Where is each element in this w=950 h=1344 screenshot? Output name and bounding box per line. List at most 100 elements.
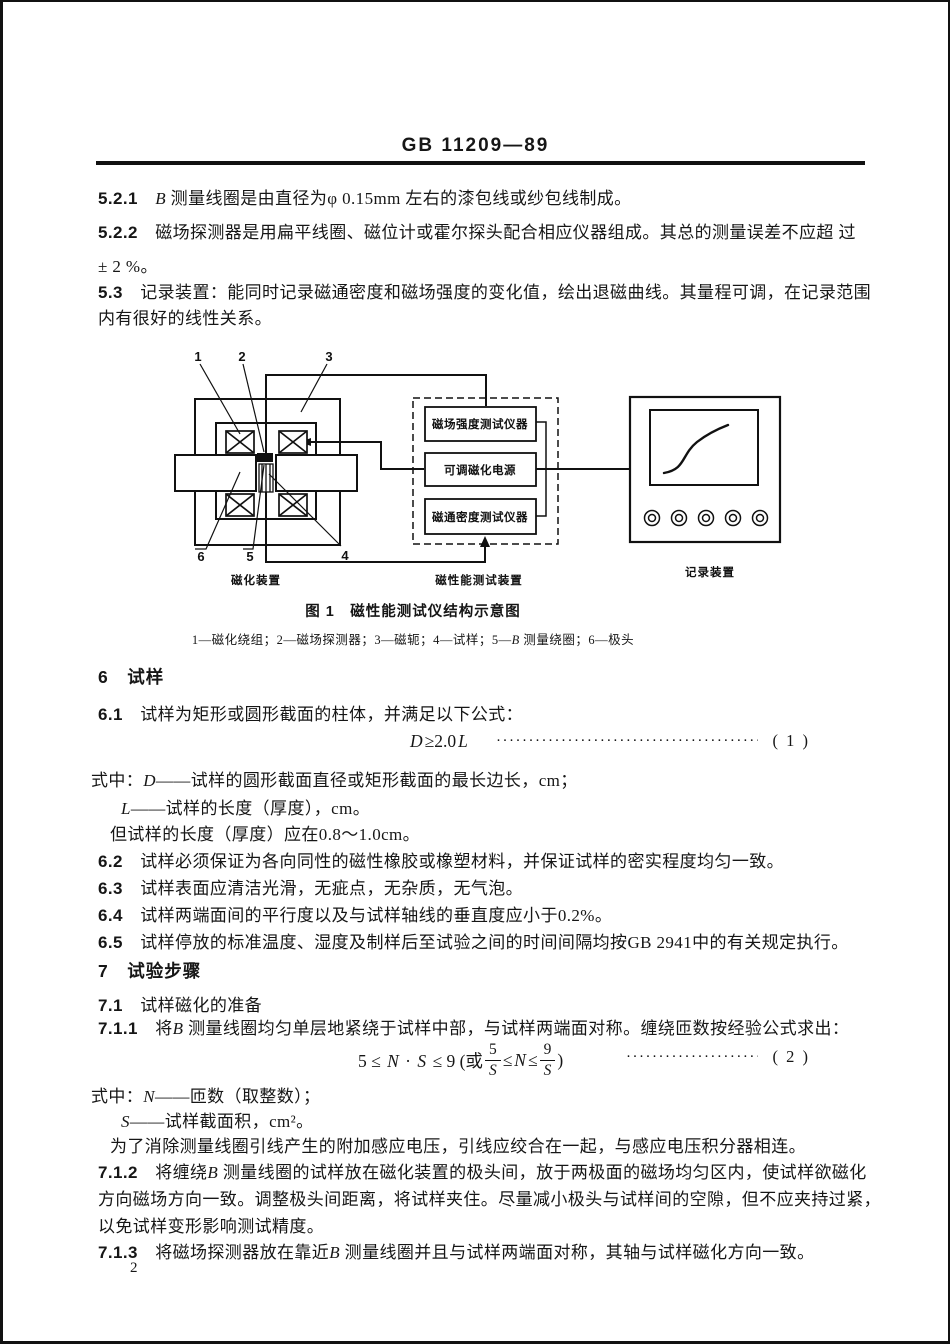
text-segment: L [121,799,131,818]
text-segment: 试样磁化的准备 [122,996,263,1015]
tester-dashed-box [412,397,559,545]
power-supply-label: 可调磁化电源 [444,463,516,477]
text-segment: S [417,1050,427,1071]
tester-caption: 磁性能测试装置 [435,573,523,587]
part-label-1: 1 [194,349,201,364]
field-strength-instrument-box [424,406,537,442]
text-segment: ——试样的长度（厚度），cm。 [130,799,371,818]
text-line: 为了消除测量线圈引线产生的附加感应电压，引线应绞合在一起，与感应电压积分器相连。 [110,1136,806,1158]
text-segment: ≤ [502,1049,513,1070]
text-segment: B [155,189,167,208]
text-segment: 测量线圈是由直径为φ 0.15mm 左右的漆包线或纱包线制成。 [166,189,632,208]
formula-2-pre: 5 ≤ N · S ≤ 9 (或 [358,1048,483,1073]
text-segment: ≤ 9 (或 [428,1050,483,1071]
figure-legend: 1—磁化绕组；2—磁场探测器；3—磁轭；4—试样；5—B 测量绕圈；6—极头 [78,629,748,648]
text-segment: 测量线圈均匀单层地紧绕于试样中部，与试样两端面对称。缠绕匝数按经验公式求出： [183,1019,850,1038]
text-line: 以免试样变形影响测试精度。 [98,1216,324,1238]
text-segment: 5.2.2 [98,223,138,242]
figure-1-diagram: 1 2 3 4 5 6 磁场强度测试仪器 可调磁化电源 磁通密度测试仪器 [174,349,782,587]
pole-right [275,454,358,492]
part-label-2: 2 [238,349,245,364]
text-line: 5.2.2 磁场探测器是用扁平线圈、磁位计或霍尔探头配合相应仪器组成。其总的测量… [98,222,856,244]
leader-line-3 [300,363,328,413]
leader-line-4 [268,473,342,547]
leader-line-5 [243,464,265,550]
standard-code-header: GB 11209—89 [401,135,550,156]
text-segment: 7.1 [98,996,123,1015]
part-label-5: 5 [246,549,253,564]
text-segment: D [143,771,156,790]
text-segment: · [400,1050,416,1071]
formula-1-number: ( 1 ) [772,731,810,750]
text-segment: 试样表面应清洁光滑，无疵点，无杂质，无气泡。 [122,879,524,898]
magnetizer-caption: 磁化装置 [231,573,281,587]
text-segment: 将磁场探测器放在靠近 [137,1243,330,1262]
text-segment: 试样两端面间的平行度以及与试样轴线的垂直度应小于0.2%。 [122,906,613,925]
text-segment: S [121,1112,130,1131]
power-supply-box [424,452,537,487]
text-segment: 但试样的长度（厚度）应在0.8～1.0cm。 [110,825,421,844]
field-strength-instrument-label: 磁场强度测试仪器 [432,417,528,431]
figure-title: 图 1 磁性能测试仪结构示意图 [305,604,521,620]
leader-line-6 [195,471,241,550]
recorder-curve [662,423,730,475]
text-line: 6.1 试样为矩形或圆形截面的柱体，并满足以下公式： [98,704,523,726]
section-heading: 7 试验步骤 [98,960,201,982]
text-segment: ——试样截面积，cm²。 [129,1112,314,1131]
text-segment: ——匝数（取整数）； [154,1087,321,1106]
coil-box-bottom-left [225,493,255,517]
section-heading: 6 试样 [98,666,164,688]
part-label-4: 4 [341,548,349,563]
text-segment: D [410,731,423,751]
text-segment: 测量绕圈；6—极头 [519,633,635,647]
text-line: 但试样的长度（厚度）应在0.8～1.0cm。 [110,824,420,846]
formula-1-leader-dots: ········································… [496,733,758,749]
text-line: 内有很好的线性关系。 [98,308,272,330]
text-segment: N [143,1087,155,1106]
text-line: 5.3 记录装置：能同时记录磁通密度和磁场强度的变化值，绘出退磁曲线。其量程可调… [98,282,871,304]
text-segment: 测量线圈的试样放在磁化装置的极头间，放于两极面的磁场均匀区内，使试样欲磁化 [218,1163,867,1182]
text-segment: 方向磁场方向一致。调整极头间距离，将试样夹住。尽量减小极头与试样间的空隙，但不应… [98,1190,881,1209]
text-segment: 式中： [91,1087,144,1106]
leader-line-1 [199,363,241,435]
recorder-caption: 记录装置 [685,565,735,579]
text-line: 7.1.2 将缠绕B 测量线圈的试样放在磁化装置的极头间，放于两极面的磁场均匀区… [98,1162,867,1184]
text-segment: 为了消除测量线圈引线产生的附加感应电压，引线应绞合在一起，与感应电压积分器相连。 [110,1137,806,1156]
winding-wire [304,441,424,470]
text-segment: 6.4 [98,906,123,925]
text-segment: B [329,1243,341,1262]
text-segment: ≤ [527,1049,538,1070]
recorder-screen [649,409,759,486]
text-line: 6.4 试样两端面间的平行度以及与试样轴线的垂直度应小于0.2%。 [98,905,612,927]
b-coil-wire [265,492,486,563]
text-line: 5.2.1 B 测量线圈是由直径为φ 0.15mm 左右的漆包线或纱包线制成。 [98,188,632,210]
text-line: L——试样的长度（厚度），cm。 [121,798,370,820]
text-segment: 将缠绕 [137,1163,208,1182]
text-segment: 将 [137,1019,173,1038]
text-segment: 7.1.1 [98,1019,138,1038]
text-segment: 7.1.2 [98,1163,138,1182]
flux-density-instrument-label: 磁通密度测试仪器 [432,510,528,524]
text-segment: 6.3 [98,879,123,898]
text-segment: 5 ≤ [358,1050,386,1071]
text-segment: 6.5 [98,933,123,952]
h-detector-wire [265,374,487,454]
text-line: 6.5 试样停放的标准温度、湿度及制样后至试验之间的时间间隔均按GB 2941中… [98,932,849,954]
text-line: 7.1.3 将磁场探测器放在靠近B 测量线圈并且与试样两端面对称，其轴与试样磁化… [98,1242,814,1264]
recorder-knobs [643,509,769,527]
formula-2-leader-dots: ·························· [626,1049,758,1065]
formula-2-post: ) [557,1049,564,1070]
text-segment: N [387,1050,399,1071]
text-segment: 6.2 [98,852,123,871]
pole-left [174,454,257,492]
coil-box-bottom-right [278,493,308,517]
text-segment: ——试样的圆形截面直径或矩形截面的最长边长，cm； [155,771,578,790]
text-segment: 磁场探测器是用扁平线圈、磁位计或霍尔探头配合相应仪器组成。其总的测量误差不应超 … [137,223,856,242]
text-segment: 测量线圈并且与试样两端面对称，其轴与试样磁化方向一致。 [340,1243,815,1262]
field-detector [257,453,273,462]
